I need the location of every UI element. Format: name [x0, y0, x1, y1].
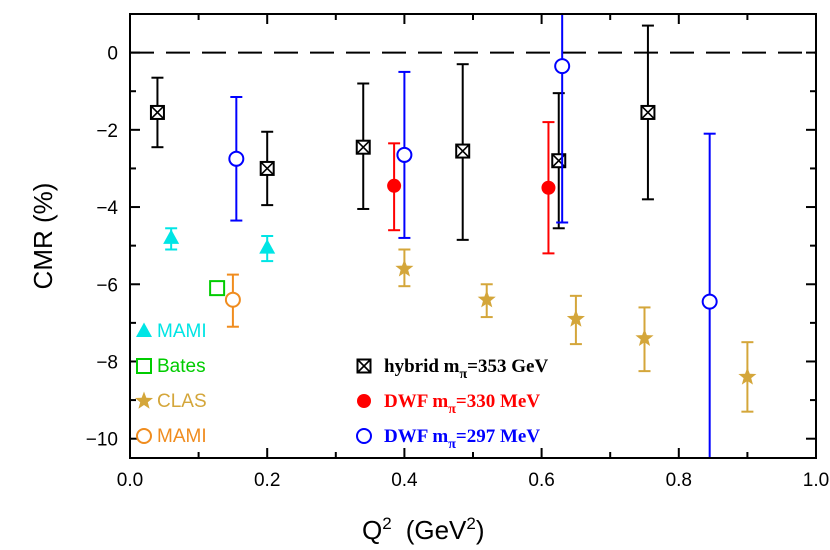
legend-marker — [136, 358, 152, 374]
data-point — [355, 139, 371, 155]
x-tick-label: 1.0 — [803, 470, 829, 491]
x-tick-label: 0.0 — [117, 470, 143, 491]
legend-label: hybrid mπ=353 GeV — [384, 356, 548, 382]
data-point — [477, 290, 496, 308]
y-tick-label: −2 — [96, 121, 118, 142]
legend-item-mami_tri: MAMI — [136, 321, 207, 342]
tick-labels: 0.0 0.2 0.4 0.6 0.8 1.0 0 −2 −4 −6 −8 −10 — [86, 44, 829, 491]
data-point — [738, 367, 757, 385]
data-point — [387, 178, 402, 193]
series-clas — [395, 248, 757, 413]
data-point — [259, 239, 276, 254]
legend-marker — [356, 358, 372, 374]
data-point — [163, 229, 180, 244]
legend-marker — [136, 428, 152, 444]
x-tick-label: 0.6 — [528, 470, 554, 491]
data-point — [554, 58, 571, 75]
plot-frame — [129, 13, 817, 459]
data-point — [455, 143, 471, 159]
data-point — [635, 328, 654, 346]
y-axis-title: CMR (%) — [28, 183, 58, 290]
y-tick-label: −8 — [96, 352, 118, 373]
data-point — [209, 280, 226, 297]
data-point — [566, 309, 585, 327]
data-point — [640, 104, 656, 120]
series-bates — [209, 280, 226, 297]
series-dwf297 — [228, 13, 718, 459]
legend-marker — [357, 394, 371, 408]
data-point — [541, 180, 556, 195]
data-point — [259, 160, 275, 176]
series-mami_circ — [224, 273, 241, 328]
x-axis-title: Q2(GeV2) — [362, 514, 485, 545]
legend-marker — [356, 428, 372, 444]
legend-label: Bates — [157, 356, 206, 377]
x-tick-label: 0.2 — [254, 470, 280, 491]
data-point — [701, 293, 718, 310]
data-point — [551, 153, 567, 169]
data-point — [395, 259, 414, 277]
legend-item-bates: Bates — [136, 356, 206, 377]
legend-label: DWF mπ=297 MeV — [384, 426, 540, 452]
legend-label: MAMI — [157, 321, 207, 342]
y-tick-label: 0 — [107, 44, 118, 65]
legend-label: MAMI — [157, 426, 207, 447]
x-tick-label: 0.4 — [391, 470, 418, 491]
legend-item-dwf297: DWF mπ=297 MeV — [356, 426, 540, 452]
legend-item-mami_circ: MAMI — [136, 426, 207, 447]
y-tick-label: −6 — [96, 275, 118, 296]
legend-label: DWF mπ=330 MeV — [384, 391, 540, 417]
data-point — [396, 146, 413, 163]
x-axis-title-unit: (GeV — [406, 515, 467, 545]
x-axis-title-main: Q — [362, 515, 382, 545]
legend-marker — [136, 322, 152, 337]
series-hybrid — [149, 24, 656, 241]
y-tick-label: −10 — [86, 430, 118, 451]
y-tick-label: −4 — [96, 198, 118, 219]
legend-item-dwf330: DWF mπ=330 MeV — [357, 391, 540, 417]
x-tick-label: 0.8 — [666, 470, 692, 491]
data-point — [149, 104, 165, 120]
data-point — [228, 150, 245, 167]
x-axis-title-unit-sup: 2 — [466, 514, 475, 533]
x-axis-title-unit-close: ) — [476, 515, 485, 545]
legend-marker — [134, 391, 154, 409]
legend-label: CLAS — [157, 391, 207, 412]
series-dwf330 — [387, 121, 556, 255]
x-axis-title-sup: 2 — [382, 514, 391, 533]
legend-right: hybrid mπ=353 GeV DWF mπ=330 MeV DWF mπ=29… — [356, 356, 548, 452]
data-point — [224, 291, 241, 308]
data-series — [149, 13, 757, 459]
legend-item-clas: CLAS — [134, 391, 207, 412]
series-mami_tri — [163, 227, 276, 263]
legend-item-hybrid: hybrid mπ=353 GeV — [356, 356, 548, 382]
